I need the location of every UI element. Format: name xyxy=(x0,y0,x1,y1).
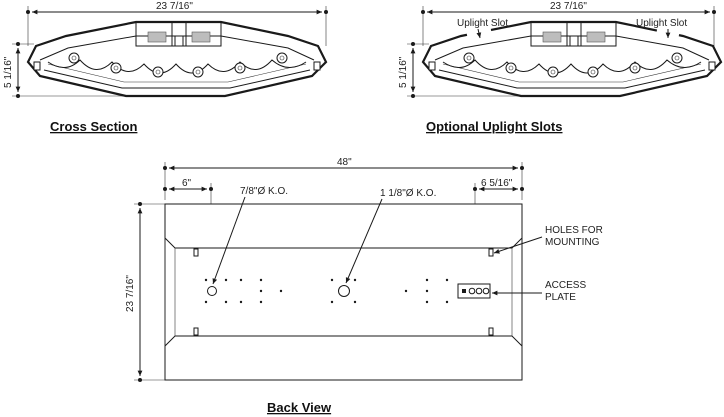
uplight-slot-left-label: Uplight Slot xyxy=(457,18,508,29)
uplight-height-dim: 5 1/16" xyxy=(398,56,409,88)
back-view-height-dim: 23 7/16" xyxy=(125,275,136,312)
knockout-small xyxy=(207,286,217,296)
uplight-width-dim: 23 7/16" xyxy=(550,1,587,12)
access-plate-label-line-1: ACCESS xyxy=(545,280,586,291)
back-view-title: Back View xyxy=(267,400,332,415)
back-view-left-offset-dim: 6" xyxy=(182,178,192,189)
knockout-small-label: 7/8"Ø K.O. xyxy=(240,186,288,197)
cross-section-title: Cross Section xyxy=(50,119,137,134)
knockout-large-label: 1 1/8"Ø K.O. xyxy=(380,188,436,199)
access-plate xyxy=(457,283,491,299)
knockout-large xyxy=(338,285,350,297)
mounting-holes-label-line-1: HOLES FOR xyxy=(545,225,603,236)
back-view: 48" 6" 6 5/16" 23 7/16" xyxy=(125,157,603,415)
uplight-slots-view: 23 7/16" 5 1/16" Uplight Slot Uplight Sl… xyxy=(398,1,723,134)
cross-section-housing xyxy=(26,20,328,98)
cross-section-width-dim: 23 7/16" xyxy=(156,1,193,12)
cross-section-height-dim: 5 1/16" xyxy=(3,56,14,88)
back-view-right-offset-dim: 6 5/16" xyxy=(481,178,513,189)
access-plate-label-line-2: PLATE xyxy=(545,292,576,303)
uplight-slot-right-label: Uplight Slot xyxy=(636,18,687,29)
cross-section-view: 23 7/16" 5 1/16" Cross Section xyxy=(3,1,328,134)
back-view-length-dim: 48" xyxy=(337,157,352,168)
uplight-title: Optional Uplight Slots xyxy=(426,119,563,134)
back-view-holes xyxy=(204,278,449,304)
mounting-holes-label-line-2: MOUNTING xyxy=(545,237,600,248)
